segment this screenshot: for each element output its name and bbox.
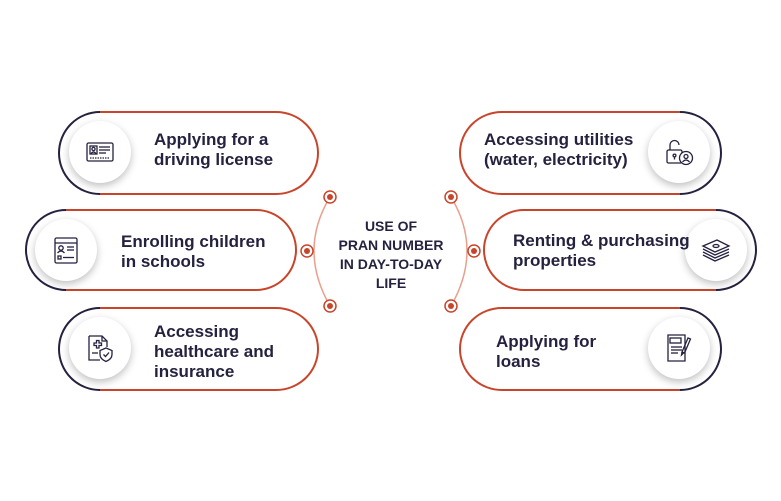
item-label-line: in schools: [121, 252, 206, 271]
center-title-line: IN DAY-TO-DAY: [339, 256, 443, 272]
connector-dot: [300, 244, 314, 258]
center-title: USE OF PRAN NUMBER IN DAY-TO-DAY LIFE: [331, 217, 451, 293]
connector-dot: [444, 299, 458, 313]
item-label-line: Renting & purchasing: [513, 231, 690, 250]
item-label-healthcare: Accessing healthcare and insurance: [154, 322, 274, 382]
properties-icon-circle: [685, 219, 747, 281]
loans-icon-circle: [648, 317, 710, 379]
pill-outline-healthcare: [58, 307, 320, 391]
pill-outline-properties: [482, 209, 757, 291]
health-insurance-shield-icon: [88, 335, 113, 363]
item-label-schools: Enrolling children in schools: [121, 232, 266, 272]
unlocked-padlock-user-icon: [666, 139, 694, 166]
center-title-line: LIFE: [375, 275, 407, 291]
pill-outline-schools: [25, 209, 298, 291]
healthcare-icon-circle: [69, 317, 131, 379]
left-connector-arc: [313, 196, 331, 307]
connector-dot: [323, 299, 337, 313]
pill-outline-driving-license: [58, 111, 320, 195]
schools-icon-circle: [35, 219, 97, 281]
money-stack-icon: [701, 239, 731, 262]
driving-license-card-icon: [86, 142, 114, 162]
item-label-line: healthcare and: [154, 342, 274, 361]
item-label-line: properties: [513, 251, 597, 270]
item-label-line: loans: [496, 352, 541, 371]
item-label-loans: Applying for loans: [496, 332, 596, 372]
pill-outline-utilities: [458, 111, 722, 195]
item-label-line: Accessing: [154, 322, 240, 341]
loan-document-icon: [667, 334, 692, 362]
item-label-line: Accessing utilities: [484, 130, 634, 149]
center-title-line: USE OF: [364, 218, 418, 234]
item-label-line: (water, electricity): [484, 150, 628, 169]
item-label-driving-license: Applying for a driving license: [154, 130, 273, 170]
item-label-utilities: Accessing utilities (water, electricity): [484, 130, 633, 170]
item-label-line: Applying for a: [154, 130, 269, 149]
item-label-line: driving license: [154, 150, 274, 169]
student-id-card-icon: [54, 237, 78, 264]
item-label-line: Applying for: [496, 332, 597, 351]
connector-dot: [444, 190, 458, 204]
right-connector-arc: [450, 196, 468, 307]
item-label-line: insurance: [154, 362, 235, 381]
pill-outline-loans: [458, 307, 722, 391]
center-title-line: PRAN NUMBER: [338, 237, 444, 253]
item-label-line: Enrolling children: [121, 232, 266, 251]
item-label-properties: Renting & purchasing properties: [513, 231, 690, 271]
connector-dot: [323, 190, 337, 204]
driving-license-icon-circle: [69, 121, 131, 183]
utilities-icon-circle: [648, 121, 710, 183]
connector-dot: [467, 244, 481, 258]
